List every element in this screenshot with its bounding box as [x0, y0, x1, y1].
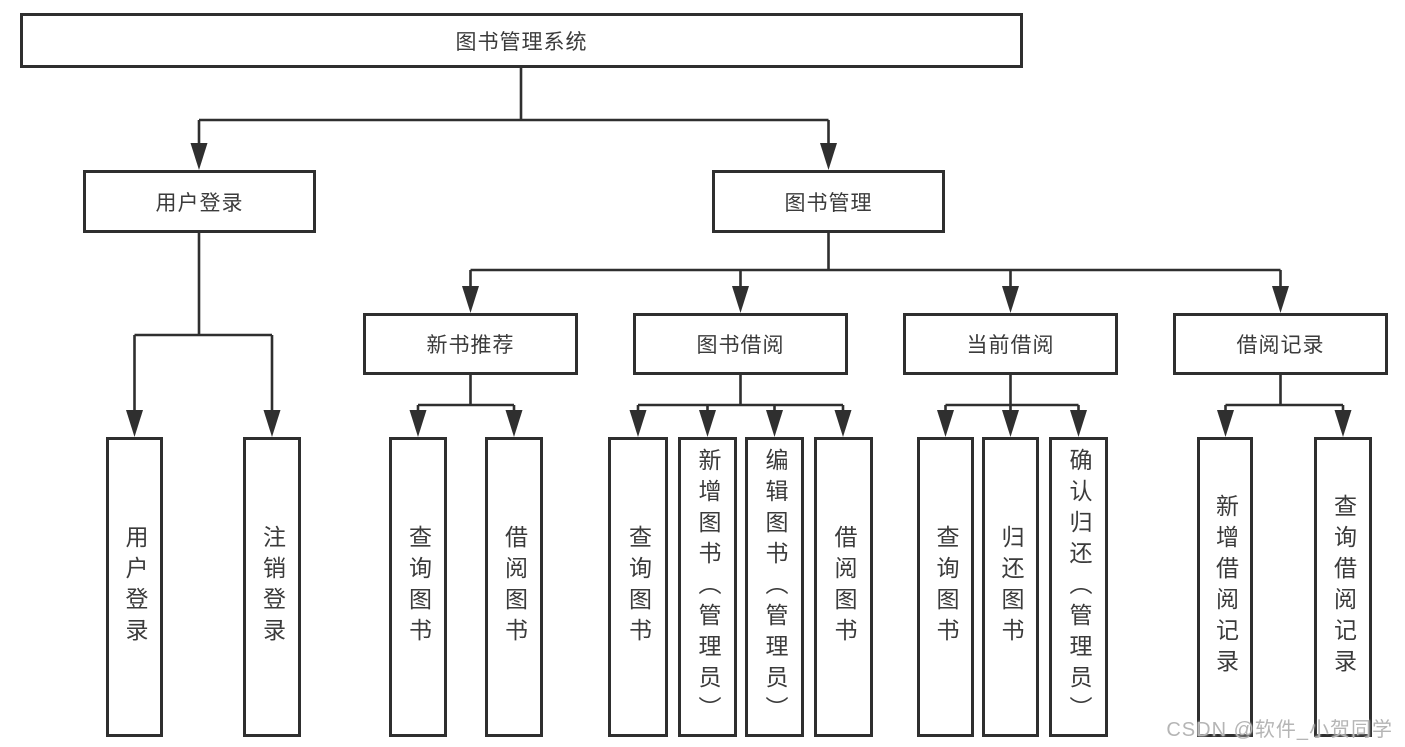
- connector-current-borrow-to-leaves: [944, 375, 1080, 412]
- node-book-management: 图书管理: [712, 170, 945, 233]
- connector-new-book-rec-to-leaves: [416, 375, 516, 412]
- arrowhead-icon: [190, 143, 208, 170]
- node-label: 确认归还（管理员）: [1066, 447, 1092, 727]
- node-label: 归还图书: [998, 525, 1024, 649]
- arrowhead-icon: [1217, 410, 1234, 437]
- node-leaf-confirm-return-admin: 确认归还（管理员）: [1049, 437, 1108, 737]
- node-label: 用户登录: [155, 191, 244, 215]
- arrowhead-icon: [937, 410, 954, 437]
- node-label: 查询图书: [933, 525, 959, 649]
- node-label: 新书推荐: [426, 334, 515, 357]
- node-label: 查询借阅记录: [1330, 494, 1357, 680]
- node-book-borrow: 图书借阅: [633, 313, 848, 375]
- node-new-book-recommend: 新书推荐: [363, 313, 578, 375]
- node-label: 借阅记录: [1236, 334, 1325, 357]
- connector-root-to-level2: [197, 68, 830, 145]
- node-leaf-borrow-book-rec: 借阅图书: [485, 437, 543, 737]
- arrowhead-icon: [1272, 286, 1289, 313]
- node-leaf-query-book-borrow: 查询图书: [608, 437, 668, 737]
- connector-book-management-to-level3: [469, 233, 1282, 288]
- node-label: 图书管理: [784, 191, 873, 215]
- node-user-login: 用户登录: [83, 170, 316, 233]
- node-leaf-query-book-current: 查询图书: [917, 437, 974, 737]
- arrowhead-icon: [834, 410, 852, 437]
- node-label: 编辑图书（管理员）: [762, 447, 788, 727]
- node-label: 新增图书（管理员）: [695, 447, 721, 727]
- node-root-system: 图书管理系统: [20, 13, 1023, 68]
- node-leaf-user-login: 用户登录: [106, 437, 163, 737]
- node-label: 图书管理系统: [455, 30, 588, 54]
- node-borrow-record: 借阅记录: [1173, 313, 1388, 375]
- arrowhead-icon: [629, 410, 647, 437]
- node-leaf-add-borrow-record: 新增借阅记录: [1197, 437, 1253, 737]
- arrowheads: [126, 143, 1352, 437]
- arrowhead-icon: [1334, 410, 1352, 437]
- arrowhead-icon: [263, 410, 281, 437]
- node-label: 查询图书: [405, 525, 432, 649]
- node-label: 当前借阅: [966, 334, 1055, 357]
- node-leaf-query-book-rec: 查询图书: [389, 437, 447, 737]
- arrowhead-icon: [766, 410, 783, 437]
- node-leaf-return-book: 归还图书: [982, 437, 1039, 737]
- arrowhead-icon: [409, 410, 427, 437]
- node-leaf-borrow-book: 借阅图书: [814, 437, 873, 737]
- arrowhead-icon: [1002, 410, 1019, 437]
- node-leaf-edit-book-admin: 编辑图书（管理员）: [745, 437, 804, 737]
- connector-borrow-record-to-leaves: [1224, 375, 1345, 412]
- csdn-watermark: CSDN @软件_小贺同学: [1166, 719, 1393, 741]
- arrowhead-icon: [1002, 286, 1019, 313]
- node-leaf-logout: 注销登录: [243, 437, 301, 737]
- node-label: 查询图书: [625, 525, 652, 649]
- node-label: 借阅图书: [501, 525, 528, 649]
- arrowhead-icon: [699, 410, 716, 437]
- connector-paths: [133, 68, 1345, 412]
- arrowhead-icon: [820, 143, 837, 170]
- node-label: 借阅图书: [831, 525, 857, 649]
- arrowhead-icon: [462, 286, 479, 313]
- node-label: 用户登录: [122, 525, 148, 649]
- node-label: 注销登录: [259, 525, 286, 649]
- arrowhead-icon: [505, 410, 523, 437]
- node-leaf-query-borrow-record: 查询借阅记录: [1314, 437, 1372, 737]
- arrowhead-icon: [732, 286, 749, 313]
- node-label: 新增借阅记录: [1212, 494, 1239, 680]
- node-label: 图书借阅: [696, 334, 785, 357]
- node-current-borrow: 当前借阅: [903, 313, 1118, 375]
- arrowhead-icon: [1070, 410, 1087, 437]
- connector-user-login-to-leaves: [133, 233, 274, 412]
- node-leaf-add-book-admin: 新增图书（管理员）: [678, 437, 737, 737]
- connector-book-borrow-to-leaves: [636, 375, 845, 412]
- arrowhead-icon: [126, 410, 143, 437]
